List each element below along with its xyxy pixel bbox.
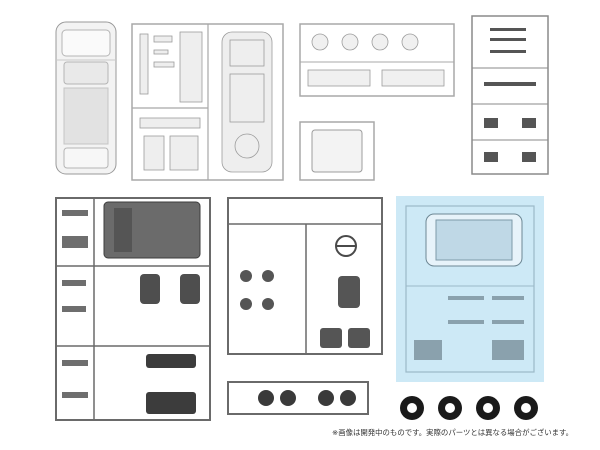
white-parts-tree-chassis bbox=[131, 23, 284, 181]
clear-parts-tree-detail bbox=[405, 205, 535, 373]
seat-part bbox=[140, 274, 200, 304]
white-parts-tree-grille bbox=[299, 23, 455, 97]
gray-parts-tree-interior bbox=[55, 197, 211, 421]
steering-wheel-part bbox=[335, 235, 357, 257]
tire-set bbox=[400, 396, 538, 420]
white-parts-tree-suspension bbox=[471, 15, 549, 175]
gray-parts-tree-tires bbox=[227, 381, 369, 415]
disclaimer-note: ※画像は開発中のものです。実際のパーツとは異なる場合がございます。 bbox=[332, 428, 574, 437]
gray-parts-tree-chassis bbox=[227, 197, 383, 355]
white-parts-tree-hood bbox=[299, 121, 375, 181]
tire-icon bbox=[400, 396, 538, 420]
car-body-shell bbox=[55, 21, 117, 175]
